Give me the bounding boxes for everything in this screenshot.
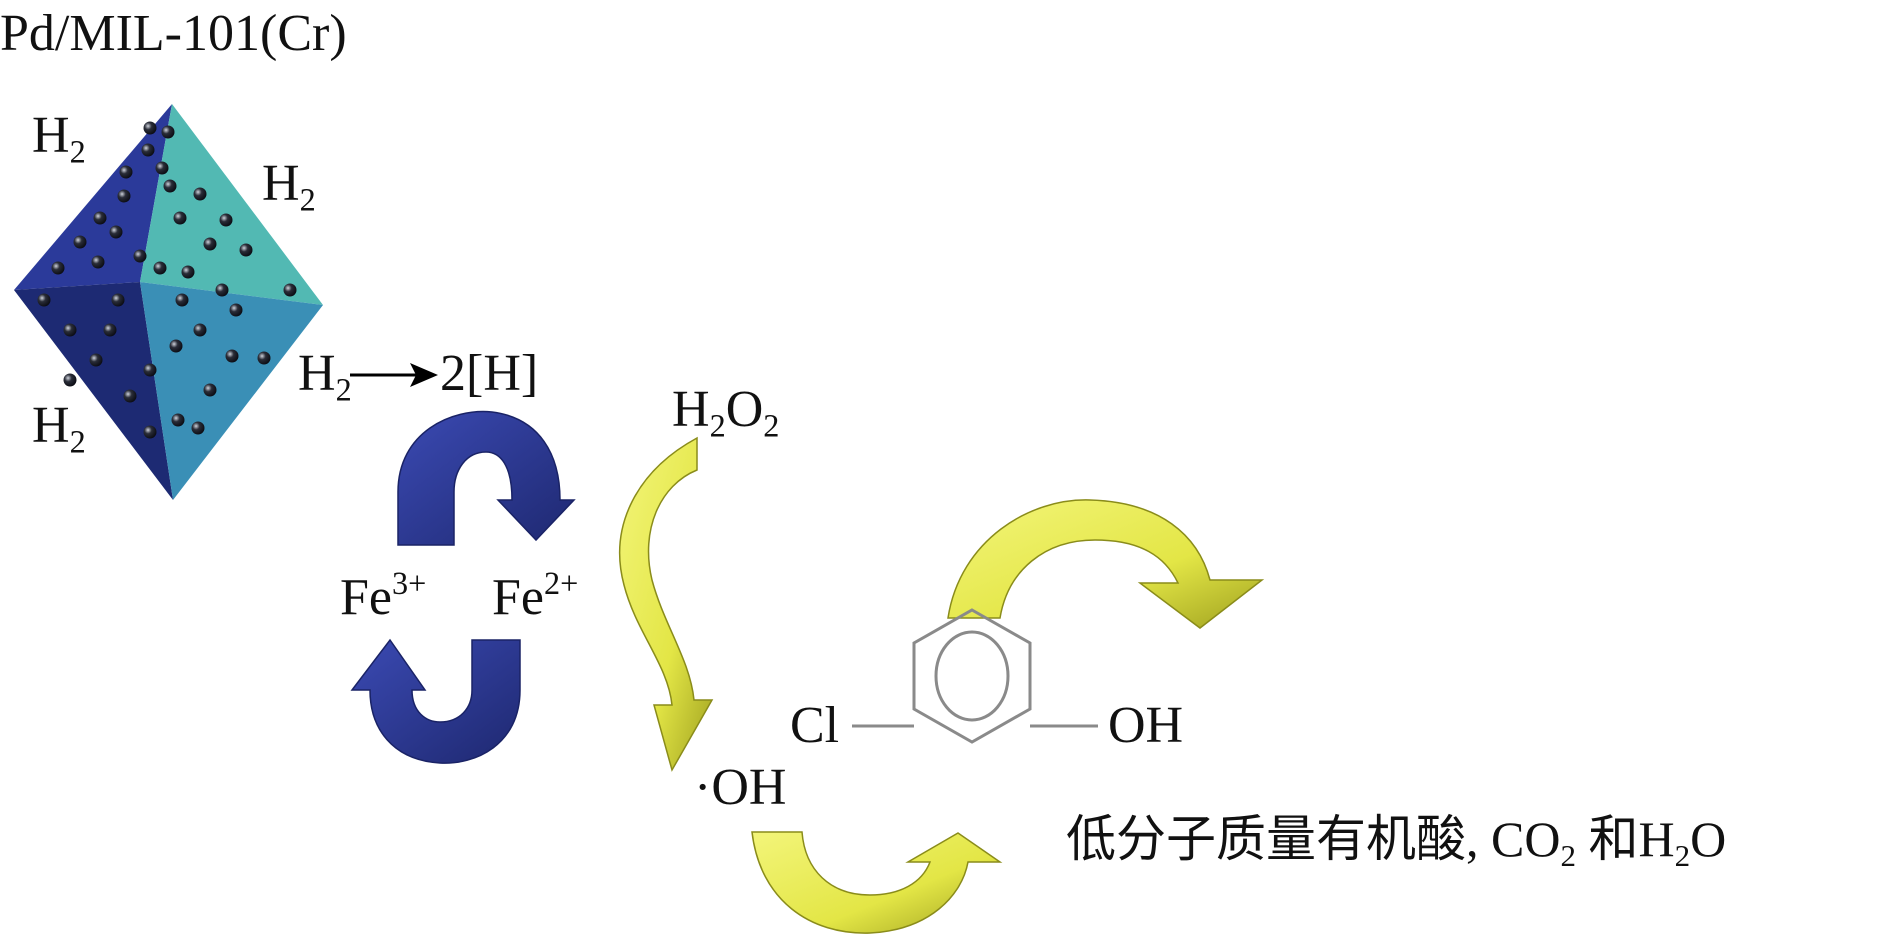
octa-face-top-left	[14, 104, 172, 290]
h2o2-o-subscript: 2	[763, 407, 780, 444]
pd-particle	[51, 261, 65, 275]
pd-particle	[175, 293, 189, 307]
pd-particle	[93, 211, 107, 225]
pd-particle	[37, 293, 51, 307]
pd-particle	[143, 121, 157, 135]
pd-particle	[143, 425, 157, 439]
h2o2-o: O	[725, 381, 764, 438]
pd-particle	[91, 255, 105, 269]
pd-particle	[257, 351, 271, 365]
h2-symbol: H	[32, 107, 70, 164]
pd-particle	[109, 225, 123, 239]
pd-particle	[119, 165, 133, 179]
pd-particle	[63, 323, 77, 337]
products-prefix: 低分子质量有机酸, CO	[1066, 811, 1561, 867]
reaction-arrow	[350, 363, 438, 387]
pd-particle	[173, 211, 187, 225]
hydroxyl-radical: ·OH	[694, 759, 787, 816]
pd-particle	[169, 339, 183, 353]
fe2-charge: 2+	[544, 565, 579, 602]
h2o2-h: H	[672, 381, 710, 438]
octa-face-bottom-left	[14, 282, 173, 500]
pd-nanoparticles	[37, 121, 297, 439]
pd-particle	[203, 237, 217, 251]
pd-particle	[191, 421, 205, 435]
blue-arrow-top	[397, 410, 576, 546]
hydroxyl-group: OH	[1108, 697, 1184, 754]
h2-label-bottom-left: H2	[32, 397, 86, 458]
pd-particle	[63, 373, 77, 387]
benzene-ring	[852, 608, 1098, 744]
h2-symbol: H	[32, 397, 70, 454]
fe2-symbol: Fe	[492, 569, 544, 626]
h2o2-label: H2O2	[672, 381, 779, 442]
fe2-ion: Fe2+	[492, 567, 578, 626]
h2o2-h-subscript: 2	[709, 407, 726, 444]
h2-subscript: 2	[69, 423, 86, 460]
products-label: 低分子质量有机酸, CO2 和H2O	[1066, 811, 1727, 871]
pd-particle	[215, 283, 229, 297]
pd-particle	[143, 363, 157, 377]
yellow-arrow-bottom-arc	[751, 831, 1003, 934]
octa-face-bottom-right	[140, 282, 323, 500]
pd-particle	[239, 243, 253, 257]
pd-particle	[225, 349, 239, 363]
pd-particle	[111, 293, 125, 307]
fe3-charge: 3+	[392, 565, 427, 602]
octahedron-crystal	[14, 104, 323, 500]
pd-particle	[161, 125, 175, 139]
co2-subscript: 2	[1560, 837, 1576, 873]
products-middle: 和H	[1575, 811, 1675, 867]
pd-particle	[219, 213, 233, 227]
fe3-ion: Fe3+	[340, 567, 426, 626]
octa-face-top-right	[140, 104, 323, 305]
pd-particle	[171, 413, 185, 427]
fe3-symbol: Fe	[340, 569, 392, 626]
h2o-subscript: 2	[1674, 837, 1691, 873]
pd-particle	[229, 303, 243, 317]
blue-arrow-bottom	[350, 638, 521, 764]
pd-particle	[283, 283, 297, 297]
h2-symbol: H	[262, 155, 300, 212]
pd-particle	[181, 265, 195, 279]
pd-particle	[73, 235, 87, 249]
products-suffix: O	[1690, 811, 1727, 867]
pd-particle	[117, 189, 131, 203]
pd-particle	[133, 249, 147, 263]
catalyst-title: Pd/MIL-101(Cr)	[0, 5, 347, 62]
pd-particle	[193, 323, 207, 337]
pd-particle	[163, 179, 177, 193]
h2-subscript: 2	[69, 133, 86, 170]
reaction-left-symbol: H	[298, 345, 336, 402]
pd-particle	[103, 323, 117, 337]
reaction-left-subscript: 2	[335, 371, 352, 408]
pd-particle	[89, 353, 103, 367]
h2-label-top-right: H2	[262, 155, 316, 216]
pd-particle	[203, 383, 217, 397]
pd-particle	[141, 143, 155, 157]
h2-label-top-left: H2	[32, 107, 86, 168]
h2-subscript: 2	[299, 181, 316, 218]
pd-particle	[153, 261, 167, 275]
pd-particle	[193, 187, 207, 201]
yellow-arrow-peroxide	[619, 436, 714, 772]
chloro-group: Cl	[790, 697, 840, 754]
yellow-arrow-top-arc	[947, 499, 1265, 629]
reaction-right-2h: 2[H]	[440, 345, 539, 402]
pd-particle	[123, 389, 137, 403]
pd-particle	[155, 161, 169, 175]
reaction-left-h2: H2	[298, 345, 352, 406]
